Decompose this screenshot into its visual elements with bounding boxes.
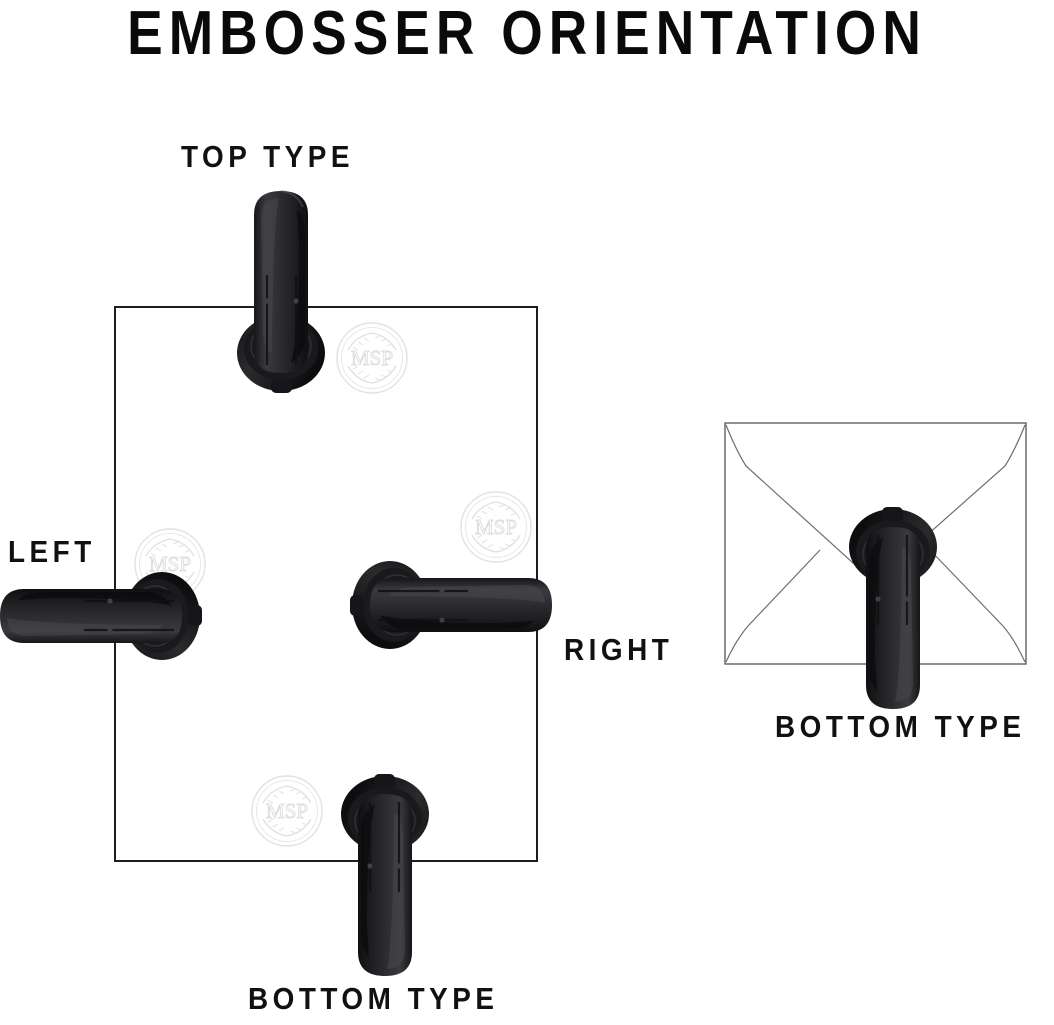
page-title: EMBOSSER ORIENTATION (127, 0, 927, 68)
embosser-left (0, 562, 214, 670)
msp-seal-icon: MSP (334, 320, 410, 396)
msp-seal-icon: MSP (458, 489, 534, 565)
label-bottom-type: BOTTOM TYPE (248, 981, 499, 1016)
embosser-top-type (227, 183, 335, 405)
msp-seal-icon: MSP (249, 773, 325, 849)
label-right: RIGHT (564, 632, 674, 667)
embosser-envelope-bottom-type (839, 495, 947, 717)
svg-text:MSP: MSP (475, 515, 517, 539)
label-top-type: TOP TYPE (181, 139, 354, 174)
embosser-bottom-type (331, 762, 439, 984)
label-envelope-bottom-type: BOTTOM TYPE (775, 709, 1026, 744)
svg-text:MSP: MSP (266, 799, 308, 823)
svg-text:MSP: MSP (149, 552, 191, 576)
label-left: LEFT (8, 534, 96, 569)
svg-text:MSP: MSP (351, 346, 393, 370)
embosser-right (338, 551, 560, 659)
